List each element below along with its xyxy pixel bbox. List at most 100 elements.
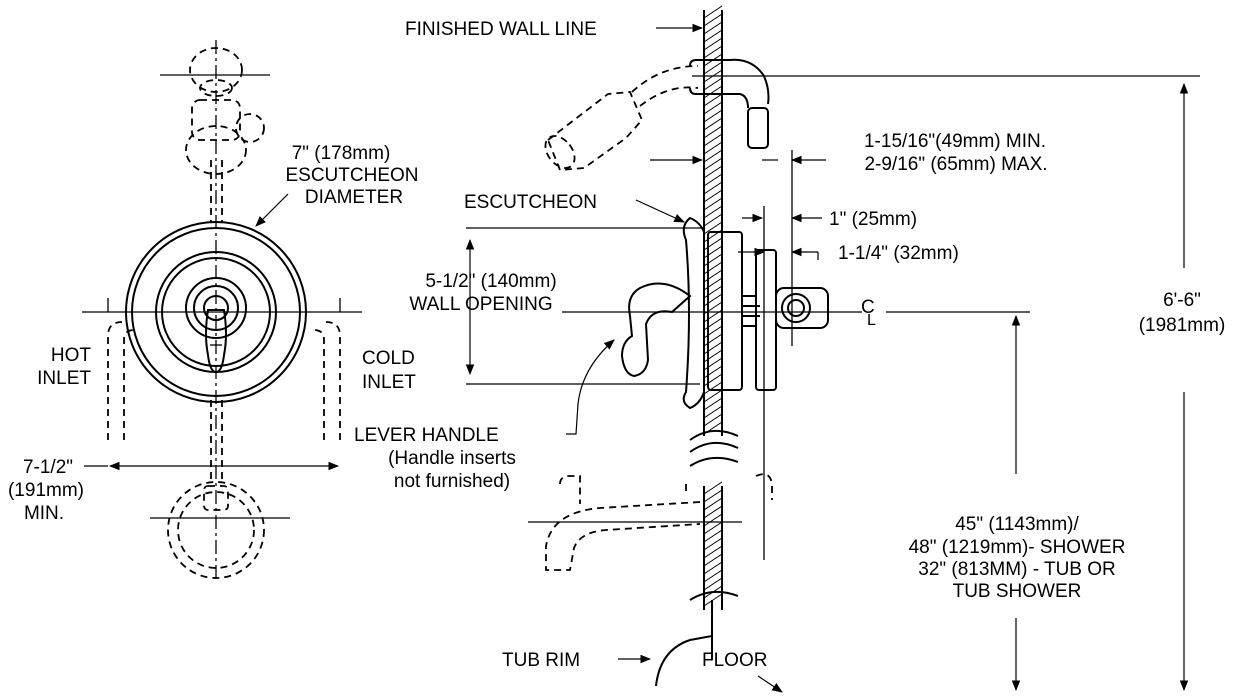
hot-inlet-pipe-outer bbox=[107, 321, 123, 440]
wall-hatch-line bbox=[703, 37, 723, 51]
wall-hatch-line bbox=[703, 85, 723, 99]
tub-spout-front-hidden bbox=[167, 481, 265, 579]
width-label-2: (191mm) bbox=[8, 480, 84, 501]
wall-hatch-line bbox=[703, 189, 723, 203]
width-label-1: 7-1/2" bbox=[23, 457, 73, 478]
wall-hatch-line bbox=[703, 101, 723, 115]
wall-opening-label-2: WALL OPENING bbox=[409, 294, 552, 315]
escutcheon-label: ESCUTCHEON bbox=[464, 192, 597, 213]
wall-hatch-line bbox=[703, 505, 723, 519]
wall-opening-label-1: 5-1/2" (140mm) bbox=[425, 271, 556, 292]
wall-break-top-1 bbox=[689, 429, 739, 441]
escutcheon-diameter-label-1: 7" (178mm) bbox=[292, 143, 391, 164]
finished-wall-line-label: FINISHED WALL LINE bbox=[405, 19, 597, 40]
lever-handle-leader bbox=[566, 339, 615, 435]
tub-rim-label: TUB RIM bbox=[502, 650, 580, 671]
escutcheon-plate bbox=[125, 221, 307, 403]
wall-hatch-line bbox=[703, 569, 723, 583]
height-total-label-1: 6'-6" bbox=[1163, 290, 1201, 311]
wall-break-mid bbox=[689, 456, 739, 467]
height-valve-label-2: 48" (1219mm)- SHOWER bbox=[909, 537, 1126, 558]
wall-hatch-line bbox=[703, 93, 723, 107]
wall-hatch-line bbox=[703, 481, 723, 495]
wall-hatch-line bbox=[703, 29, 723, 43]
wall-hatch-line bbox=[703, 577, 723, 591]
wall-hatch-line bbox=[703, 545, 723, 559]
hot-inlet-label-1: HOT bbox=[51, 345, 92, 366]
height-valve-label-1: 45" (1143mm)/ bbox=[955, 514, 1079, 535]
lever-handle-label-3: not furnished) bbox=[394, 471, 510, 492]
wall-hatch-line bbox=[703, 181, 723, 195]
one-inch-label: 1" (25mm) bbox=[829, 209, 917, 230]
depth-min-label: 1-15/16"(49mm) MIN. bbox=[864, 131, 1046, 152]
hot-inlet-label-2: INLET bbox=[37, 368, 91, 389]
wall-hatch-line bbox=[703, 561, 723, 575]
wall-hatch-line bbox=[703, 125, 723, 139]
wall-hatch-line bbox=[703, 45, 723, 59]
centerline-c-label: C bbox=[861, 297, 875, 318]
wall-hatch-line bbox=[703, 205, 723, 219]
wall-hatch-line bbox=[703, 213, 723, 227]
wall-hatch-line bbox=[703, 149, 723, 163]
wall-hatch-line bbox=[703, 529, 723, 543]
width-label-3: MIN. bbox=[24, 503, 64, 524]
side-view bbox=[465, 5, 1200, 693]
escutcheon-diameter-label-3: DIAMETER bbox=[305, 187, 403, 208]
lever-handle-label-1: LEVER HANDLE bbox=[354, 425, 499, 446]
escutcheon-side bbox=[682, 216, 705, 410]
centerline-l-label: L bbox=[867, 312, 876, 329]
lever-handle-side bbox=[620, 282, 692, 378]
height-total-label-2: (1981mm) bbox=[1139, 315, 1226, 336]
height-valve-label-4: TUB SHOWER bbox=[953, 581, 1082, 602]
wall-hatch-line bbox=[703, 157, 723, 171]
lever-handle-label-2: (Handle inserts bbox=[388, 448, 516, 469]
cold-inlet-label-2: INLET bbox=[362, 372, 416, 393]
height-valve-label-3: 32" (813MM) - TUB OR bbox=[918, 559, 1116, 580]
wall-hatch-line bbox=[703, 405, 723, 419]
wall-hatch-line bbox=[703, 497, 723, 511]
wall-hatch-line bbox=[703, 537, 723, 551]
lever-handle-front bbox=[205, 309, 227, 374]
wall-hatch-line bbox=[703, 197, 723, 211]
wall-hatch-line bbox=[703, 413, 723, 427]
cold-inlet-pipe-inner bbox=[313, 329, 325, 440]
wall-hatch-line bbox=[703, 513, 723, 527]
front-view bbox=[82, 40, 362, 580]
depth-max-label: 2-9/16" (65mm) MAX. bbox=[864, 154, 1047, 175]
valve-body-side bbox=[707, 231, 829, 391]
wall-hatch-line bbox=[703, 489, 723, 503]
one-quarter-label: 1-1/4" (32mm) bbox=[838, 243, 959, 264]
wall-hatch-line bbox=[703, 109, 723, 123]
wall-hatch-line bbox=[703, 389, 723, 403]
wall-hatch-line bbox=[703, 13, 723, 27]
cold-inlet-label-1: COLD bbox=[362, 348, 415, 369]
escutcheon-diameter-label-2: ESCUTCHEON bbox=[285, 165, 418, 186]
wall-hatch-line bbox=[703, 77, 723, 91]
shower-arm-and-head bbox=[544, 58, 770, 171]
wall-hatch-line bbox=[703, 173, 723, 187]
tub-spout-side-hidden bbox=[528, 473, 773, 571]
wall-hatch-line bbox=[703, 397, 723, 411]
wall-hatch-line bbox=[703, 221, 723, 235]
tub-rim-curve bbox=[655, 635, 713, 687]
wall-hatch-line bbox=[703, 117, 723, 131]
hot-inlet-pipe-inner bbox=[123, 329, 135, 440]
wall-hatch-line bbox=[703, 61, 723, 75]
wall-hatch-line bbox=[703, 521, 723, 535]
escutcheon-leader bbox=[635, 199, 685, 223]
escutcheon-diameter-leader bbox=[255, 193, 289, 227]
wall-break-bottom bbox=[689, 590, 739, 601]
wall-hatch-line bbox=[703, 133, 723, 147]
wall-hatch-line bbox=[703, 141, 723, 155]
wall-hatch-line bbox=[703, 165, 723, 179]
wall-break-top-2 bbox=[689, 441, 739, 453]
cold-inlet-pipe-outer bbox=[325, 321, 341, 440]
floor-label: FLOOR bbox=[702, 650, 767, 671]
showerhead-front-hidden bbox=[185, 47, 265, 175]
wall-hatch-line bbox=[703, 21, 723, 35]
floor-leader bbox=[757, 675, 783, 693]
wall-hatch-line bbox=[703, 5, 723, 19]
wall-hatch-line bbox=[703, 381, 723, 395]
finished-wall bbox=[689, 5, 739, 660]
